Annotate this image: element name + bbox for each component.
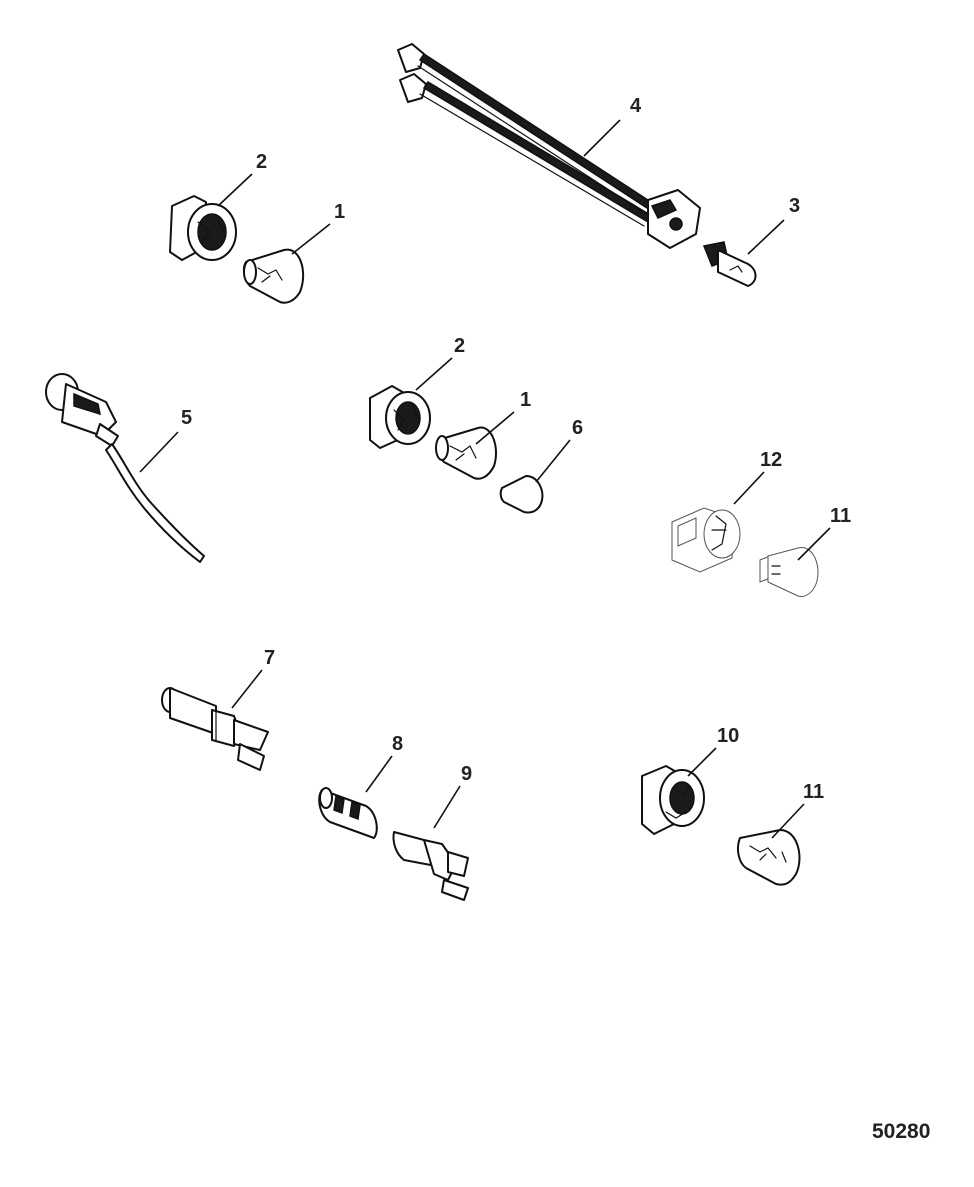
callout-1-middle: 1	[520, 389, 531, 411]
leader-7	[231, 669, 263, 709]
leader-lines	[139, 119, 831, 839]
callout-8: 8	[392, 733, 403, 755]
cap-part-6	[499, 475, 544, 514]
sleeve-part-8	[318, 787, 378, 839]
callout-12: 12	[760, 449, 782, 471]
leader-4	[583, 119, 621, 157]
callout-11-right: 11	[830, 505, 851, 527]
leader-11-bottom	[771, 803, 805, 839]
socket-part-2-middle	[369, 385, 431, 449]
leader-8	[365, 755, 393, 793]
callout-2-middle: 2	[454, 335, 465, 357]
socket-with-lead-part-5	[45, 373, 205, 563]
terminal-part-3	[702, 241, 757, 287]
bulb-part-11-bottom	[737, 829, 801, 886]
callout-2-top: 2	[256, 151, 267, 173]
bulb-part-1-top	[242, 248, 305, 304]
leader-3	[747, 219, 785, 255]
leader-1-middle	[475, 411, 515, 445]
leader-6	[535, 439, 571, 483]
callout-3: 3	[789, 195, 800, 217]
leader-5	[139, 431, 179, 473]
callout-9: 9	[461, 763, 472, 785]
wire-harness-part-4	[397, 43, 701, 249]
callout-4: 4	[630, 95, 642, 117]
leader-11-right	[797, 527, 831, 561]
socket-part-2-top	[169, 195, 237, 261]
wedge-bulb-part-11-right	[759, 547, 819, 597]
leader-2-middle	[415, 357, 453, 391]
callout-5: 5	[181, 407, 192, 429]
callout-11-bottom: 11	[803, 781, 824, 803]
callout-labels: 4 2 1 3 2 1 5 6 12 11 7 8 9 10 11	[181, 95, 851, 803]
callout-6: 6	[572, 417, 583, 439]
leader-9	[433, 785, 461, 829]
callout-10: 10	[717, 725, 739, 747]
callout-1-top: 1	[334, 201, 345, 223]
switch-body-part-7	[161, 687, 269, 771]
leader-1-top	[291, 223, 331, 255]
holder-part-9	[392, 831, 469, 901]
socket-part-12	[671, 507, 741, 573]
leader-10	[687, 747, 717, 777]
socket-part-10	[641, 765, 705, 835]
leader-12	[733, 471, 765, 505]
figure-id-number: 50280	[872, 1120, 931, 1143]
callout-7: 7	[264, 647, 275, 669]
leader-2-top	[217, 173, 253, 207]
